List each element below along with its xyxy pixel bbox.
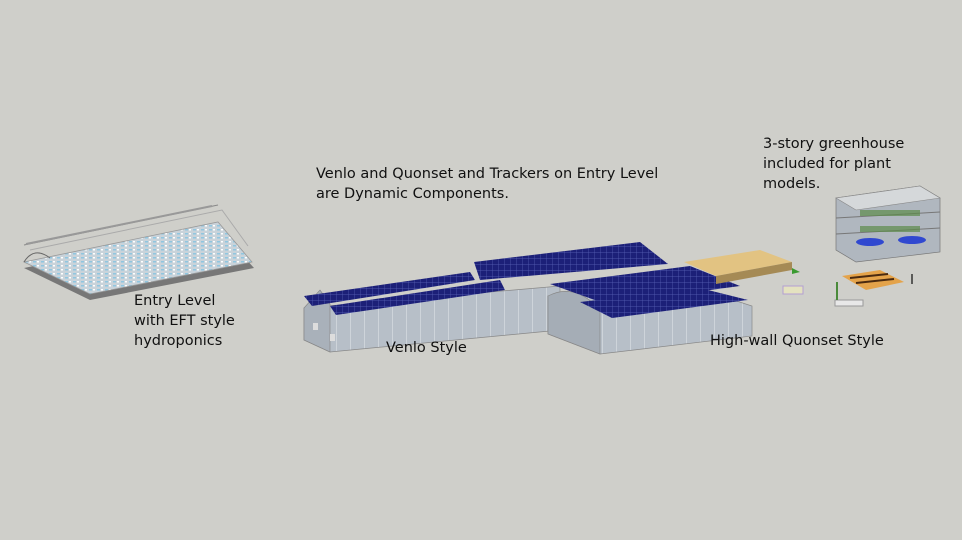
label-line: are Dynamic Components. (316, 186, 509, 202)
label-line: hydroponics (134, 333, 223, 349)
label-line: with EFT style (134, 313, 235, 329)
dynamic-components-note: Venlo and Quonset and Trackers on Entry … (316, 164, 658, 204)
label-line: Entry Level (134, 293, 216, 309)
solar-tracker-row (474, 242, 668, 280)
plant-model (782, 285, 804, 295)
solar-tracker-row (304, 272, 475, 306)
entry-level-greenhouse (22, 204, 254, 300)
label-line: models. (763, 176, 821, 192)
venlo-style-label: Venlo Style (386, 340, 467, 356)
three-story-greenhouse (835, 185, 941, 263)
quonset-style-label: High-wall Quonset Style (710, 333, 884, 349)
entry-level-label: Entry Level with EFT style hydroponics (134, 291, 235, 351)
label-line: included for plant (763, 156, 891, 172)
growing-bed (842, 270, 913, 290)
high-wall-quonset-greenhouse (547, 266, 753, 355)
solar-tracker-row (580, 288, 748, 318)
venlo-greenhouse (303, 242, 668, 353)
solar-tracker-row (550, 266, 740, 304)
sand-block (684, 250, 800, 284)
solar-tracker-row (330, 280, 505, 315)
bench-model (834, 299, 864, 307)
label-line: 3-story greenhouse (763, 136, 905, 152)
three-story-label: 3-story greenhouse included for plant mo… (763, 134, 904, 194)
label-line: Venlo and Quonset and Trackers on Entry … (316, 166, 659, 182)
